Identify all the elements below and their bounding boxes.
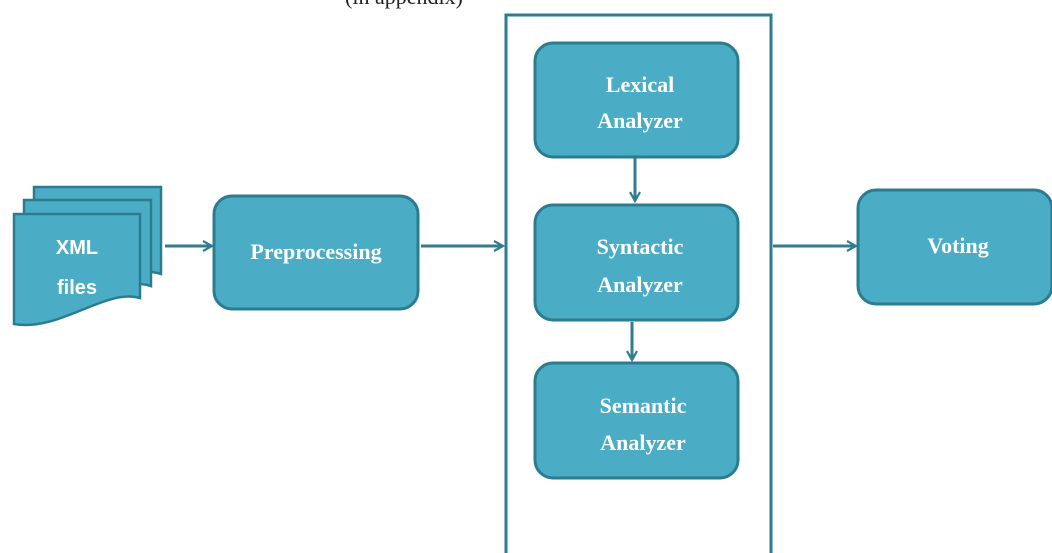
lexical-label-line1: Lexical xyxy=(606,72,674,97)
semantic-label-line1: Semantic xyxy=(600,393,687,418)
syntactic-analyzer-node: Syntactic Analyzer xyxy=(533,203,740,322)
semantic-analyzer-node: Semantic Analyzer xyxy=(533,361,740,480)
lexical-analyzer-node: Lexical Analyzer xyxy=(533,41,740,159)
preprocessing-label: Preprocessing xyxy=(250,239,381,264)
xml-files-document-icon: XML files xyxy=(12,185,163,327)
voting-node: Voting xyxy=(856,188,1052,306)
analyzer-container xyxy=(504,13,773,553)
xml-files-label-line2: files xyxy=(57,277,97,299)
semantic-label-line2: Analyzer xyxy=(600,430,686,455)
top-caption: (in appendix) xyxy=(345,0,463,9)
syntactic-label-line2: Analyzer xyxy=(597,272,683,297)
syntactic-label-line1: Syntactic xyxy=(597,234,684,259)
preprocessing-node: Preprocessing xyxy=(212,194,420,311)
lexical-label-line2: Analyzer xyxy=(597,108,683,133)
xml-files-label-line1: XML xyxy=(56,237,98,259)
voting-label: Voting xyxy=(927,233,989,258)
